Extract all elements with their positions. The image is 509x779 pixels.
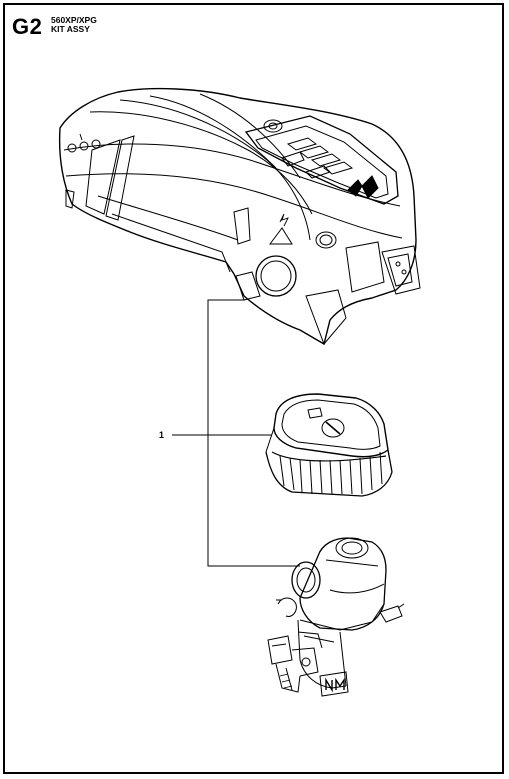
model-block: 560XP/XPG KIT ASSY — [51, 16, 97, 34]
cover-to-bracket-leader — [207, 299, 300, 567]
leader-lines — [172, 299, 300, 567]
section-code: G2 — [12, 14, 43, 39]
kit-title: KIT ASSY — [51, 24, 90, 34]
carburetor-bracket-drawing — [267, 537, 405, 697]
callout-1-number: 1 — [159, 430, 164, 440]
cylinder-cover-drawing — [58, 87, 421, 346]
air-filter-drawing — [265, 393, 393, 497]
page-border — [3, 3, 504, 774]
model-line: 560XP/XPG — [51, 15, 97, 25]
